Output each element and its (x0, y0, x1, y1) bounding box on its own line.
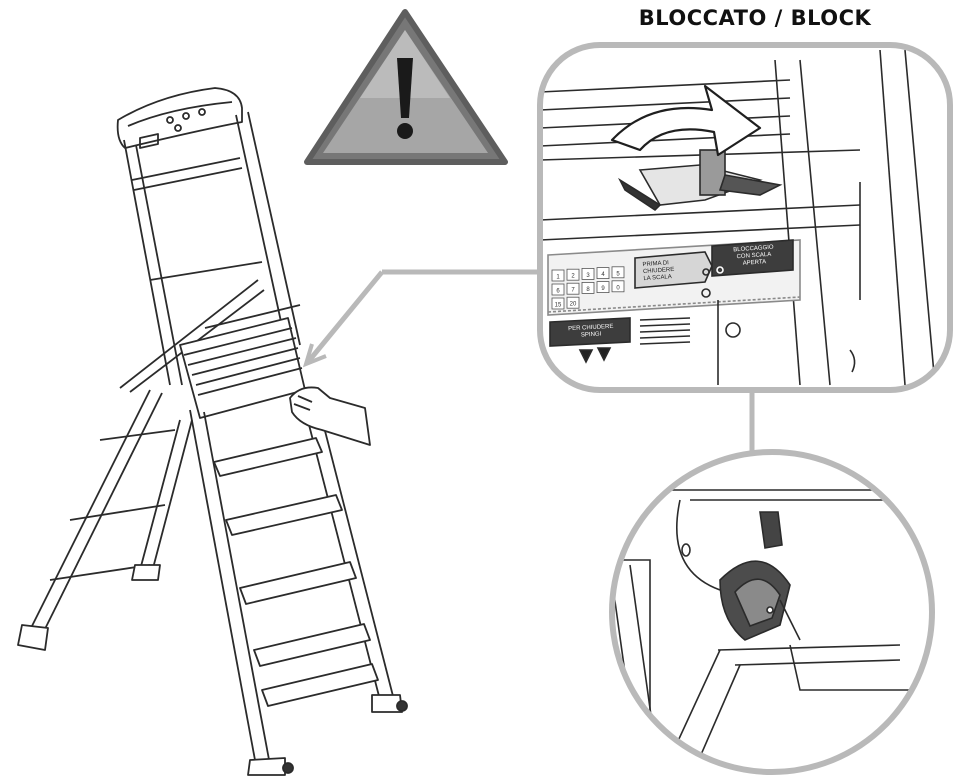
keypad-cell (596, 281, 610, 294)
keypad-cell (611, 266, 625, 279)
keypad-cell-label: 1 (556, 275, 560, 281)
keypad-cell (581, 267, 595, 280)
keypad-cell (566, 282, 580, 295)
keypad-cell (566, 268, 580, 281)
warning-triangle-icon (304, 9, 508, 165)
keypad-cell (551, 269, 565, 282)
callout-connector (302, 269, 755, 470)
keypad-cell (596, 267, 610, 280)
keypad-cell-label: 9 (601, 286, 605, 292)
keypad-cell-label: 8 (586, 287, 590, 293)
keypad-cell-label: 4 (601, 272, 605, 278)
keypad-cell-label: 2 (571, 274, 575, 280)
keypad-cell-label: 3 (586, 273, 590, 279)
keypad-cell-label: 5 (616, 271, 620, 277)
keypad-cell (566, 296, 580, 309)
keypad-cell (551, 283, 565, 296)
keypad-cell (551, 297, 565, 310)
keypad-cell-label: 6 (556, 289, 560, 295)
panel-label-close: PRIMA DI CHIUDERE LA SCALA (642, 260, 675, 283)
stepladder-illustration (17, 87, 408, 776)
latch-detail-callout (609, 449, 935, 775)
keypad-labels: 1 2 3 4 5 6 7 8 9 0 15 20 (555, 271, 621, 308)
lock-detail-callout (537, 42, 953, 393)
keypad-cell-label: 0 (616, 285, 620, 291)
hand-illustration (289, 386, 371, 446)
keypad-cell (581, 281, 595, 294)
curved-arrow-icon (610, 84, 762, 157)
keypad-cell-label: 20 (570, 302, 577, 308)
block-heading: BLOCCATO / BLOCK (638, 6, 872, 30)
keypad-cell (611, 280, 625, 293)
keypad-cell-label: 15 (555, 303, 562, 309)
keypad-cell-label: 7 (571, 288, 575, 294)
